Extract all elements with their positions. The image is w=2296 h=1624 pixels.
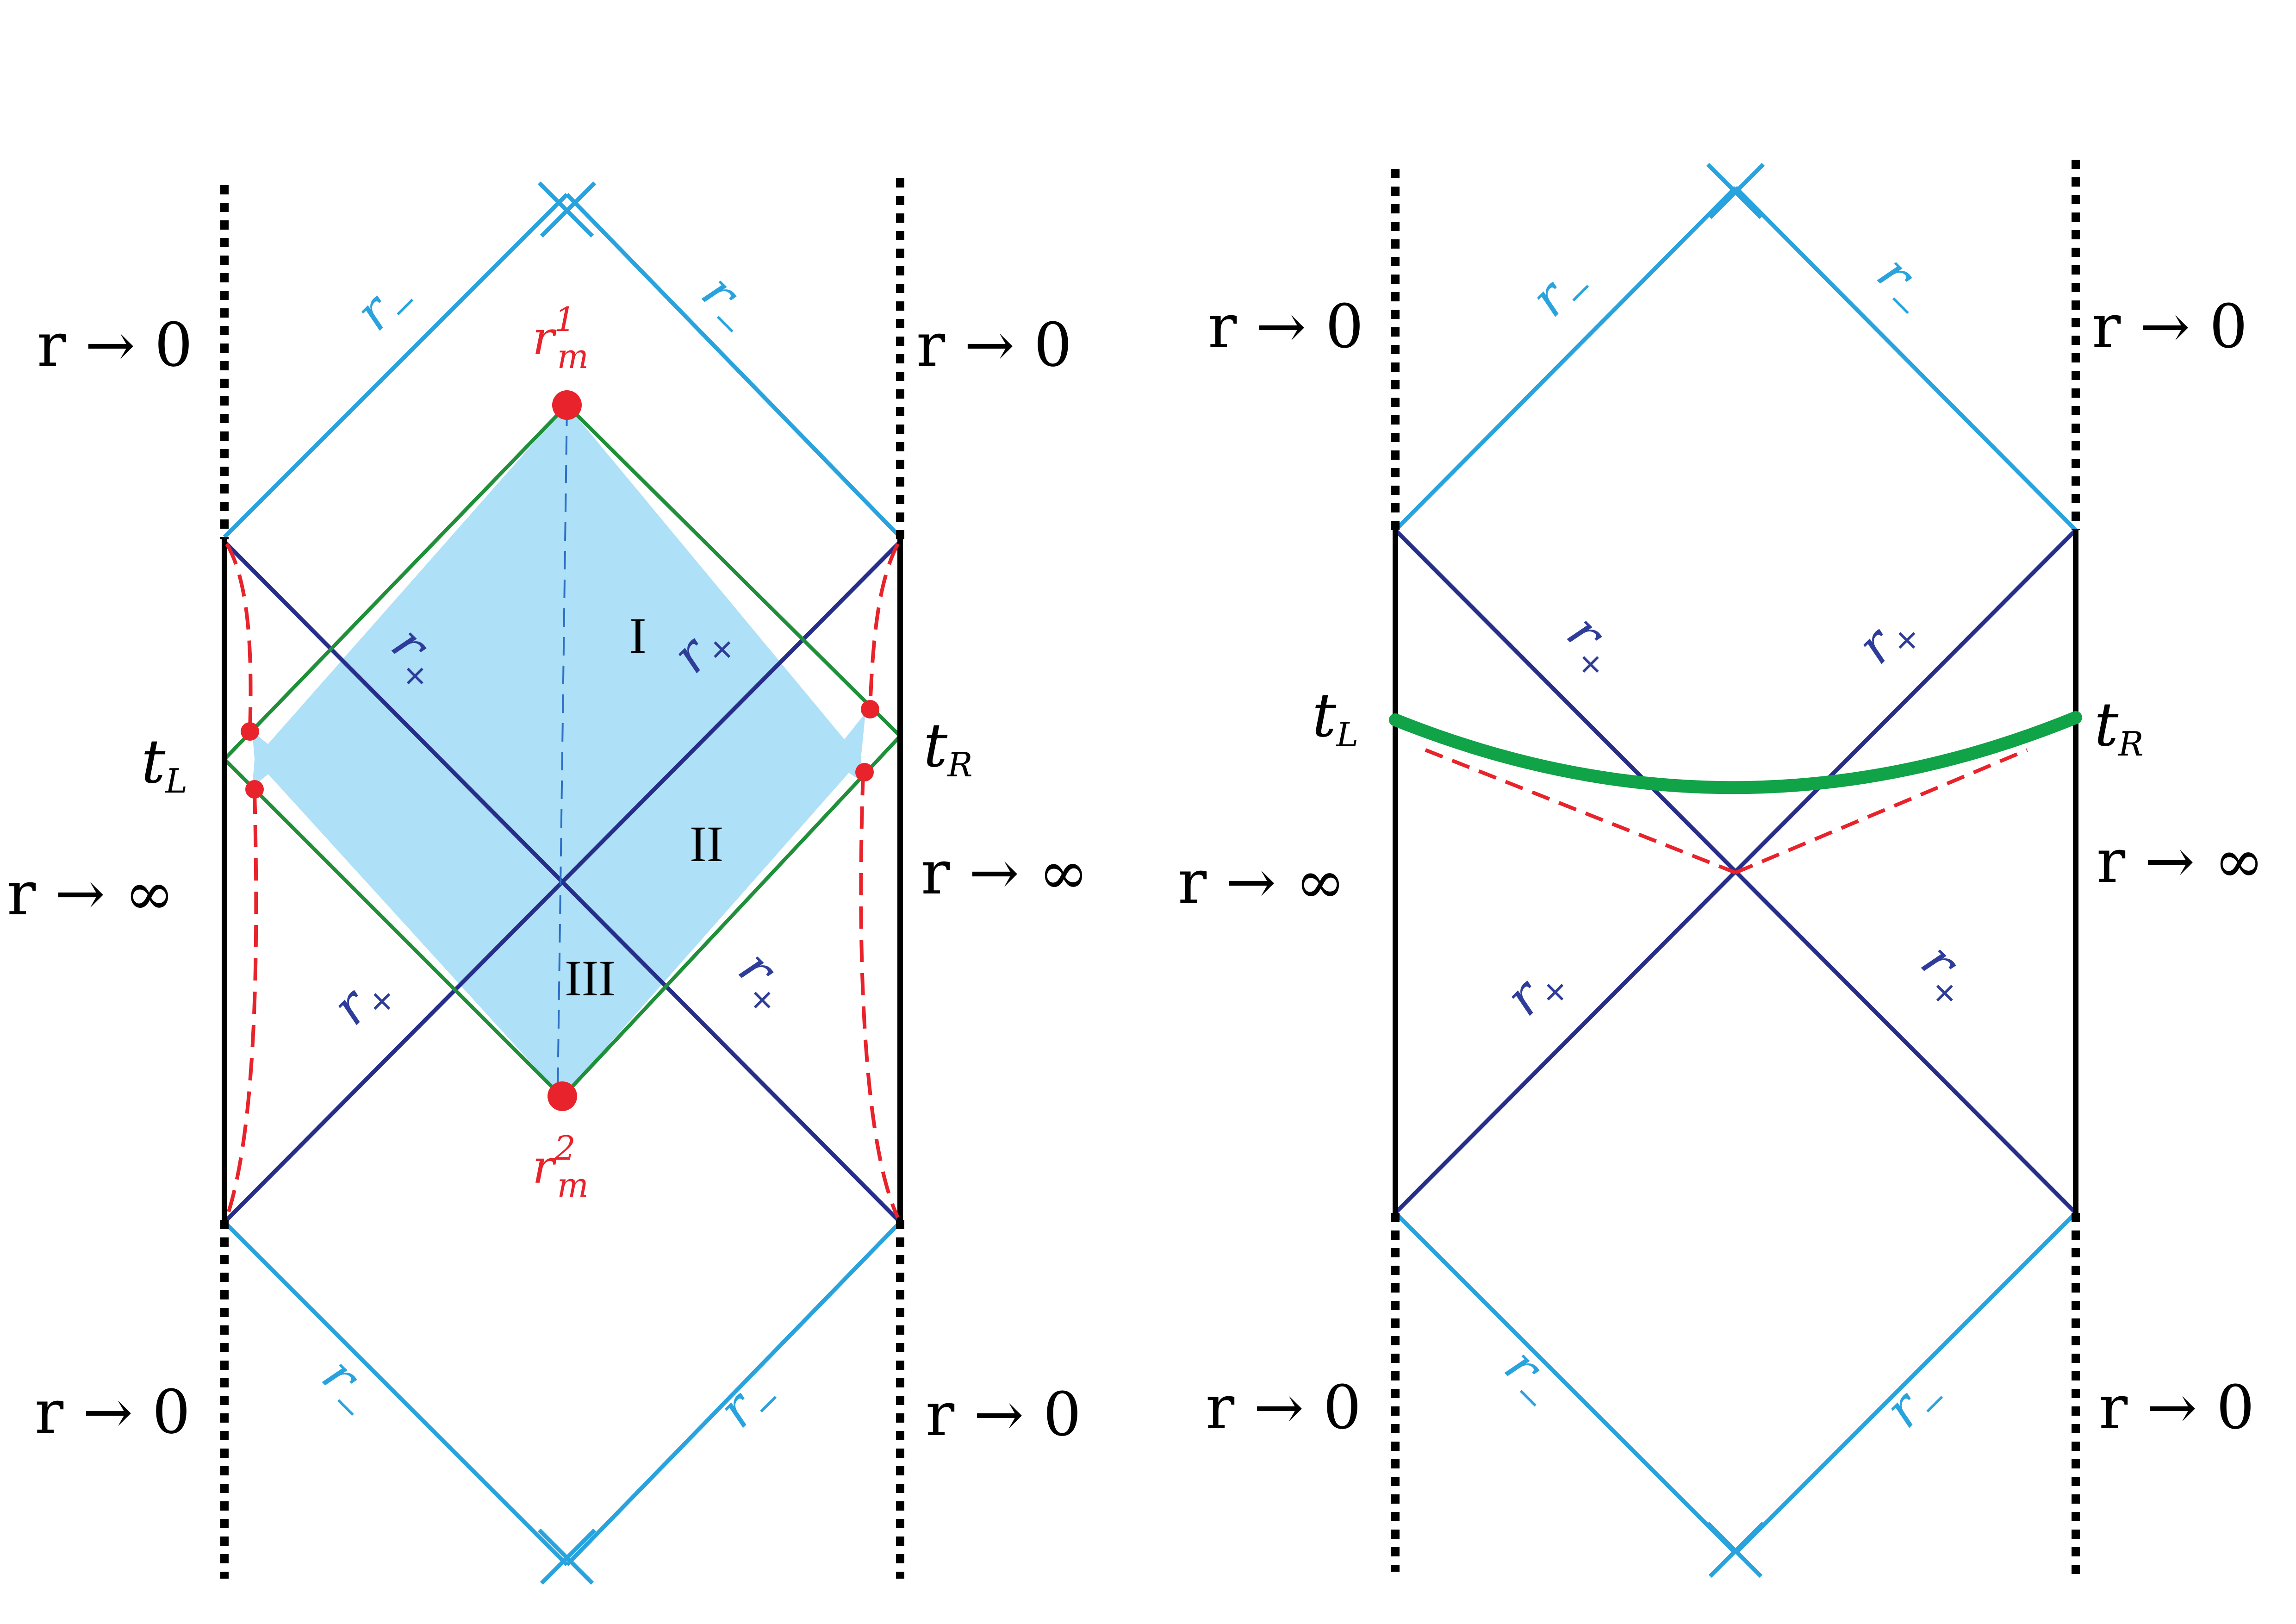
extremal-point-rm2: [548, 1081, 577, 1111]
right-label-rminus-top-left: r−: [1519, 249, 1604, 333]
right-inner-horizon-top-cross-b: [1708, 162, 1765, 219]
right-inner-horizon-bottom-cross-b: [1708, 1521, 1765, 1578]
point-right-upper: [861, 700, 879, 718]
right-label-rplus-lower-left: r+: [1494, 948, 1578, 1032]
wedge-boundary-right-strip: [828, 713, 865, 782]
right-label-t-right: tR: [2094, 689, 2143, 763]
point-right-lower: [855, 763, 874, 781]
right-inner-horizon-top-left: [1394, 186, 1737, 532]
inner-horizon-top-cross-b: [540, 181, 597, 238]
right-label-rminus-top-right: r−: [1860, 244, 1945, 329]
inner-horizon-top-left: [223, 193, 569, 539]
dashed-curve-left-upper: [225, 543, 253, 732]
dashed-curve-right-upper: [868, 543, 900, 709]
singularities: [220, 178, 904, 1579]
right-label-r-to-infinity-right: r → ∞: [2097, 826, 2264, 896]
label-t-right: tR: [923, 710, 972, 784]
left-penrose-diagram: r → 0 r → 0 r → ∞ r → ∞ r → 0 r → 0 tL t…: [7, 178, 1089, 1585]
region-label-I: I: [629, 607, 647, 664]
label-t-left: tL: [141, 726, 187, 800]
right-label-rplus-upper-right: r+: [1846, 596, 1930, 681]
right-inner-horizon-labels: r− r− r− r−: [1493, 244, 1958, 1439]
right-singularities: [1391, 160, 2080, 1576]
label-r-to-zero-bottom-left: r → 0: [35, 1377, 190, 1447]
region-label-II: II: [690, 816, 723, 872]
inner-horizon-bottom-right: [565, 1220, 902, 1567]
dashed-surface-right: [1735, 748, 2028, 874]
extremal-point-rm1: [552, 390, 582, 420]
right-inner-horizon-lines: [1394, 162, 2078, 1578]
dashed-curves: [225, 543, 900, 1218]
right-label-r-to-infinity-left: r → ∞: [1178, 847, 1345, 917]
right-label-rplus-lower-right: r+: [1904, 932, 1989, 1016]
right-diagram-time-labels: tL tR: [1312, 680, 2143, 763]
outer-horizon-diag-2: [223, 540, 902, 1224]
inner-horizon-lines: [223, 181, 902, 1585]
label-r-to-infinity-right: r → ∞: [921, 837, 1089, 908]
inner-horizon-top-right: [565, 193, 902, 539]
right-label-rplus-upper-left: r+: [1550, 603, 1635, 687]
right-inner-horizon-bottom-left: [1394, 1211, 1737, 1555]
extremal-surfaces: [548, 390, 582, 1111]
left-diagram-asymptotic-labels: r → 0 r → 0 r → ∞ r → ∞ r → 0 r → 0: [7, 310, 1089, 1449]
quantum-extremal-points: [241, 700, 879, 799]
entanglement-wedge-shading: [255, 405, 861, 1097]
right-label-r-to-zero-bottom-right: r → 0: [2099, 1372, 2254, 1443]
label-r-to-zero-top-right: r → 0: [916, 310, 1072, 380]
asymptotic-boundaries: [222, 539, 903, 1220]
right-dashed-surfaces: [1425, 748, 2028, 874]
hm-surface-curve: [1389, 711, 2082, 794]
right-outer-horizon-labels: r+ r+ r+ r+: [1494, 596, 1989, 1032]
label-rplus-lower-right: r+: [722, 939, 806, 1023]
label-rminus-top-left: r−: [344, 263, 428, 347]
right-diagram-asymptotic-labels: r → 0 r → 0 r → ∞ r → ∞ r → 0 r → 0: [1178, 291, 2264, 1443]
label-rminus-bottom-right: r−: [707, 1360, 791, 1444]
point-left-lower: [245, 780, 264, 799]
right-inner-horizon-bottom-right: [1734, 1211, 2078, 1555]
inner-horizon-bottom-cross-b: [540, 1528, 597, 1585]
right-label-r-to-zero-top-right: r → 0: [2092, 291, 2247, 362]
right-asymptotic-boundaries: [1393, 530, 2078, 1213]
label-r-to-infinity-left: r → ∞: [7, 858, 174, 929]
label-rplus-lower-left: r+: [321, 957, 405, 1042]
right-penrose-diagram: r → 0 r → 0 r → ∞ r → ∞ r → 0 r → 0 tL t…: [1178, 160, 2264, 1578]
right-label-r-to-zero-bottom-left: r → 0: [1206, 1372, 1361, 1443]
outer-horizon-lines: [223, 540, 902, 1224]
point-left-upper: [241, 722, 259, 741]
right-inner-horizon-top-right: [1734, 186, 2078, 532]
right-label-r-to-zero-top-left: r → 0: [1208, 291, 1363, 362]
label-rminus-top-right: r−: [685, 263, 769, 347]
left-diagram-time-labels: tL tR: [141, 710, 972, 800]
right-label-t-left: tL: [1312, 680, 1358, 754]
dashed-curve-right-lower: [859, 773, 900, 1218]
label-r-to-zero-top-left: r → 0: [37, 310, 193, 380]
label-r-to-zero-bottom-right: r → 0: [926, 1379, 1081, 1449]
label-rminus-bottom-left: r−: [305, 1346, 390, 1430]
region-labels: I II III: [565, 607, 723, 1006]
wedge-boundary-left-strip: [252, 731, 287, 787]
inner-horizon-bottom-left: [223, 1220, 569, 1567]
dashed-curve-left-lower: [225, 791, 258, 1218]
region-label-III: III: [565, 950, 616, 1006]
